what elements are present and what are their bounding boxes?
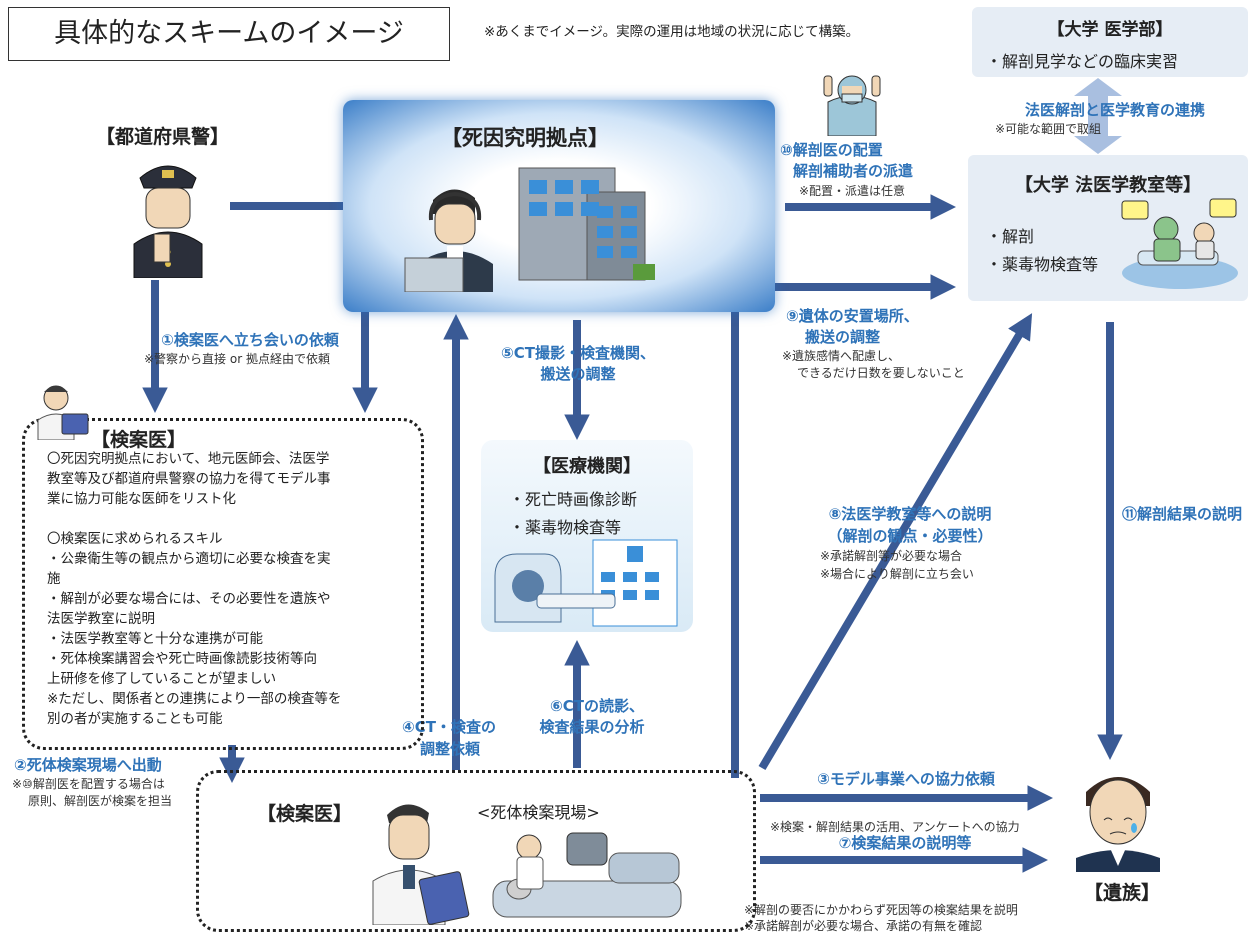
step6-label-1: ⑥CTの読影、	[550, 697, 644, 715]
kenan-line: ・解剖が必要な場合には、その必要性を遺族や	[47, 591, 331, 607]
step1-label: ①検案医へ立ち会いの依頼	[161, 331, 339, 349]
police-heading: 【都道府県警】	[96, 126, 230, 148]
building-icon	[518, 167, 655, 281]
step7-note-1: ※解剖の要否にかかわらず死因等の検案結果を説明	[744, 903, 1018, 917]
kenan-line: ・公衆衛生等の観点から適切に必要な検査を実	[47, 551, 331, 567]
step11-label: ⑪解剖結果の説明	[1122, 505, 1243, 523]
kenan-line: ・法医学教室等と十分な連携が可能	[47, 631, 263, 647]
kenan-line: 〇死因究明拠点において、地元医師会、法医学	[47, 451, 330, 467]
medical-item: ・薬毒物検査等	[509, 518, 622, 537]
scene-icon	[492, 832, 682, 918]
family-heading: 【遺族】	[1084, 882, 1161, 904]
operator-icon	[404, 189, 493, 292]
ct-scanner-icon	[494, 539, 678, 627]
step10-label-1: ⑩解剖医の配置	[780, 141, 883, 159]
univ-forensic-box: 【大学 法医学教室等】 ・解剖 ・薬毒物検査等	[968, 155, 1248, 301]
surgeon-icon	[823, 75, 881, 136]
kenan-bottom-heading: 【検案医】	[257, 803, 353, 825]
kenan-scene-box: 【検案医】 <死体検案現場>	[196, 770, 756, 932]
hub-box: 【死因究明拠点】	[343, 100, 775, 312]
medical-box: 【医療機関】 ・死亡時画像診断 ・薬毒物検査等	[481, 440, 693, 632]
step9-label-1: ⑨遺体の安置場所、	[786, 307, 919, 325]
univ-link-label: 法医解剖と医学教育の連携	[1024, 101, 1205, 119]
step2-note-1: ※⑩解剖医を配置する場合は	[12, 777, 165, 791]
kenan-line: 上研修を修了していることが望ましい	[47, 671, 277, 687]
step2-label: ②死体検案現場へ出動	[14, 756, 162, 774]
scene-label: <死体検案現場>	[477, 803, 600, 822]
page-title: 具体的なスキームのイメージ	[8, 7, 450, 61]
univ-medical-heading: 【大学 医学部】	[1047, 20, 1173, 40]
step5-label-2: 搬送の調整	[540, 365, 616, 383]
step9-note-1: ※遺族感情へ配慮し、	[782, 349, 901, 363]
hub-heading: 【死因究明拠点】	[441, 126, 609, 150]
step10-label-2: 解剖補助者の派遣	[793, 162, 914, 180]
top-note: ※あくまでイメージ。実際の運用は地域の状況に応じて構築。	[484, 24, 860, 40]
univ-medical-box: 【大学 医学部】 ・解剖見学などの臨床実習	[972, 7, 1248, 77]
step7-label: ⑦検案結果の説明等	[838, 834, 972, 852]
step6-label-2: 検査結果の分析	[539, 718, 645, 736]
family-member-icon	[1076, 777, 1160, 872]
step3-note: ※検案・解剖結果の活用、アンケートへの協力	[770, 820, 1020, 834]
step2-note-2: 原則、解剖医が検案を担当	[28, 794, 173, 808]
kenan-line: 施	[47, 571, 61, 587]
medical-heading: 【医療機関】	[533, 456, 641, 477]
univ-forensic-item: ・薬毒物検査等	[986, 255, 1099, 274]
kenan-line: 教室等及び都道府県警察の協力を得てモデル事	[47, 471, 331, 487]
medical-item: ・死亡時画像診断	[509, 490, 638, 509]
step9-label-2: 搬送の調整	[805, 328, 881, 346]
step8-note-1: ※承諾解剖等が必要な場合	[820, 549, 963, 563]
kenan-line: ・死体検案講習会や死亡時画像読影技術等向	[47, 651, 317, 667]
kenan-line: ※ただし、関係者との連携により一部の検査等を	[47, 691, 342, 707]
step4-label-1: ④CT・検査の	[402, 718, 496, 736]
step10-note: ※配置・派遣は任意	[799, 184, 906, 198]
kenan-top-box: 【検案医】 〇死因究明拠点において、地元医師会、法医学 教室等及び都道府県警察の…	[22, 418, 424, 750]
double-arrow-univ	[1074, 78, 1122, 154]
kenan-top-text: 〇死因究明拠点において、地元医師会、法医学 教室等及び都道府県警察の協力を得てモ…	[47, 449, 417, 729]
step8-note-2: ※場合により解剖に立ち会い	[820, 567, 974, 581]
kenan-line: 業に協力可能な医師をリスト化	[47, 491, 236, 507]
step8-label-2: （解剖の観点・必要性）	[827, 527, 993, 545]
police-officer-icon	[133, 165, 203, 278]
univ-forensic-item: ・解剖	[986, 227, 1035, 246]
kenan-line: 別の者が実施することも可能	[47, 711, 223, 727]
step4-label-2: 調整依頼	[420, 740, 481, 758]
autopsy-scene-icon	[1121, 198, 1238, 289]
univ-link-note: ※可能な範囲で取組	[995, 122, 1102, 136]
doctor-small-icon	[37, 385, 89, 440]
step3-label: ③モデル事業への協力依頼	[817, 770, 995, 788]
step5-label-1: ⑤CT撮影・検査機関、	[501, 344, 655, 362]
kenan-line: 法医学教室に説明	[47, 611, 155, 627]
doctor-icon	[372, 804, 470, 925]
kenan-top-heading: 【検案医】	[91, 429, 187, 451]
univ-forensic-heading: 【大学 法医学教室等】	[1014, 175, 1202, 196]
arrow-step8	[758, 313, 1033, 771]
step8-label-1: ⑧法医学教室等への説明	[828, 505, 992, 523]
step9-note-2: できるだけ日数を要しないこと	[797, 366, 965, 380]
kenan-line: 〇検案医に求められるスキル	[47, 531, 223, 547]
univ-medical-item: ・解剖見学などの臨床実習	[986, 52, 1179, 71]
kenan-line	[47, 509, 417, 529]
step1-note: ※警察から直接 or 拠点経由で依頼	[144, 352, 330, 366]
step7-note-2: ※承諾解剖が必要な場合、承諾の有無を確認	[744, 919, 983, 933]
